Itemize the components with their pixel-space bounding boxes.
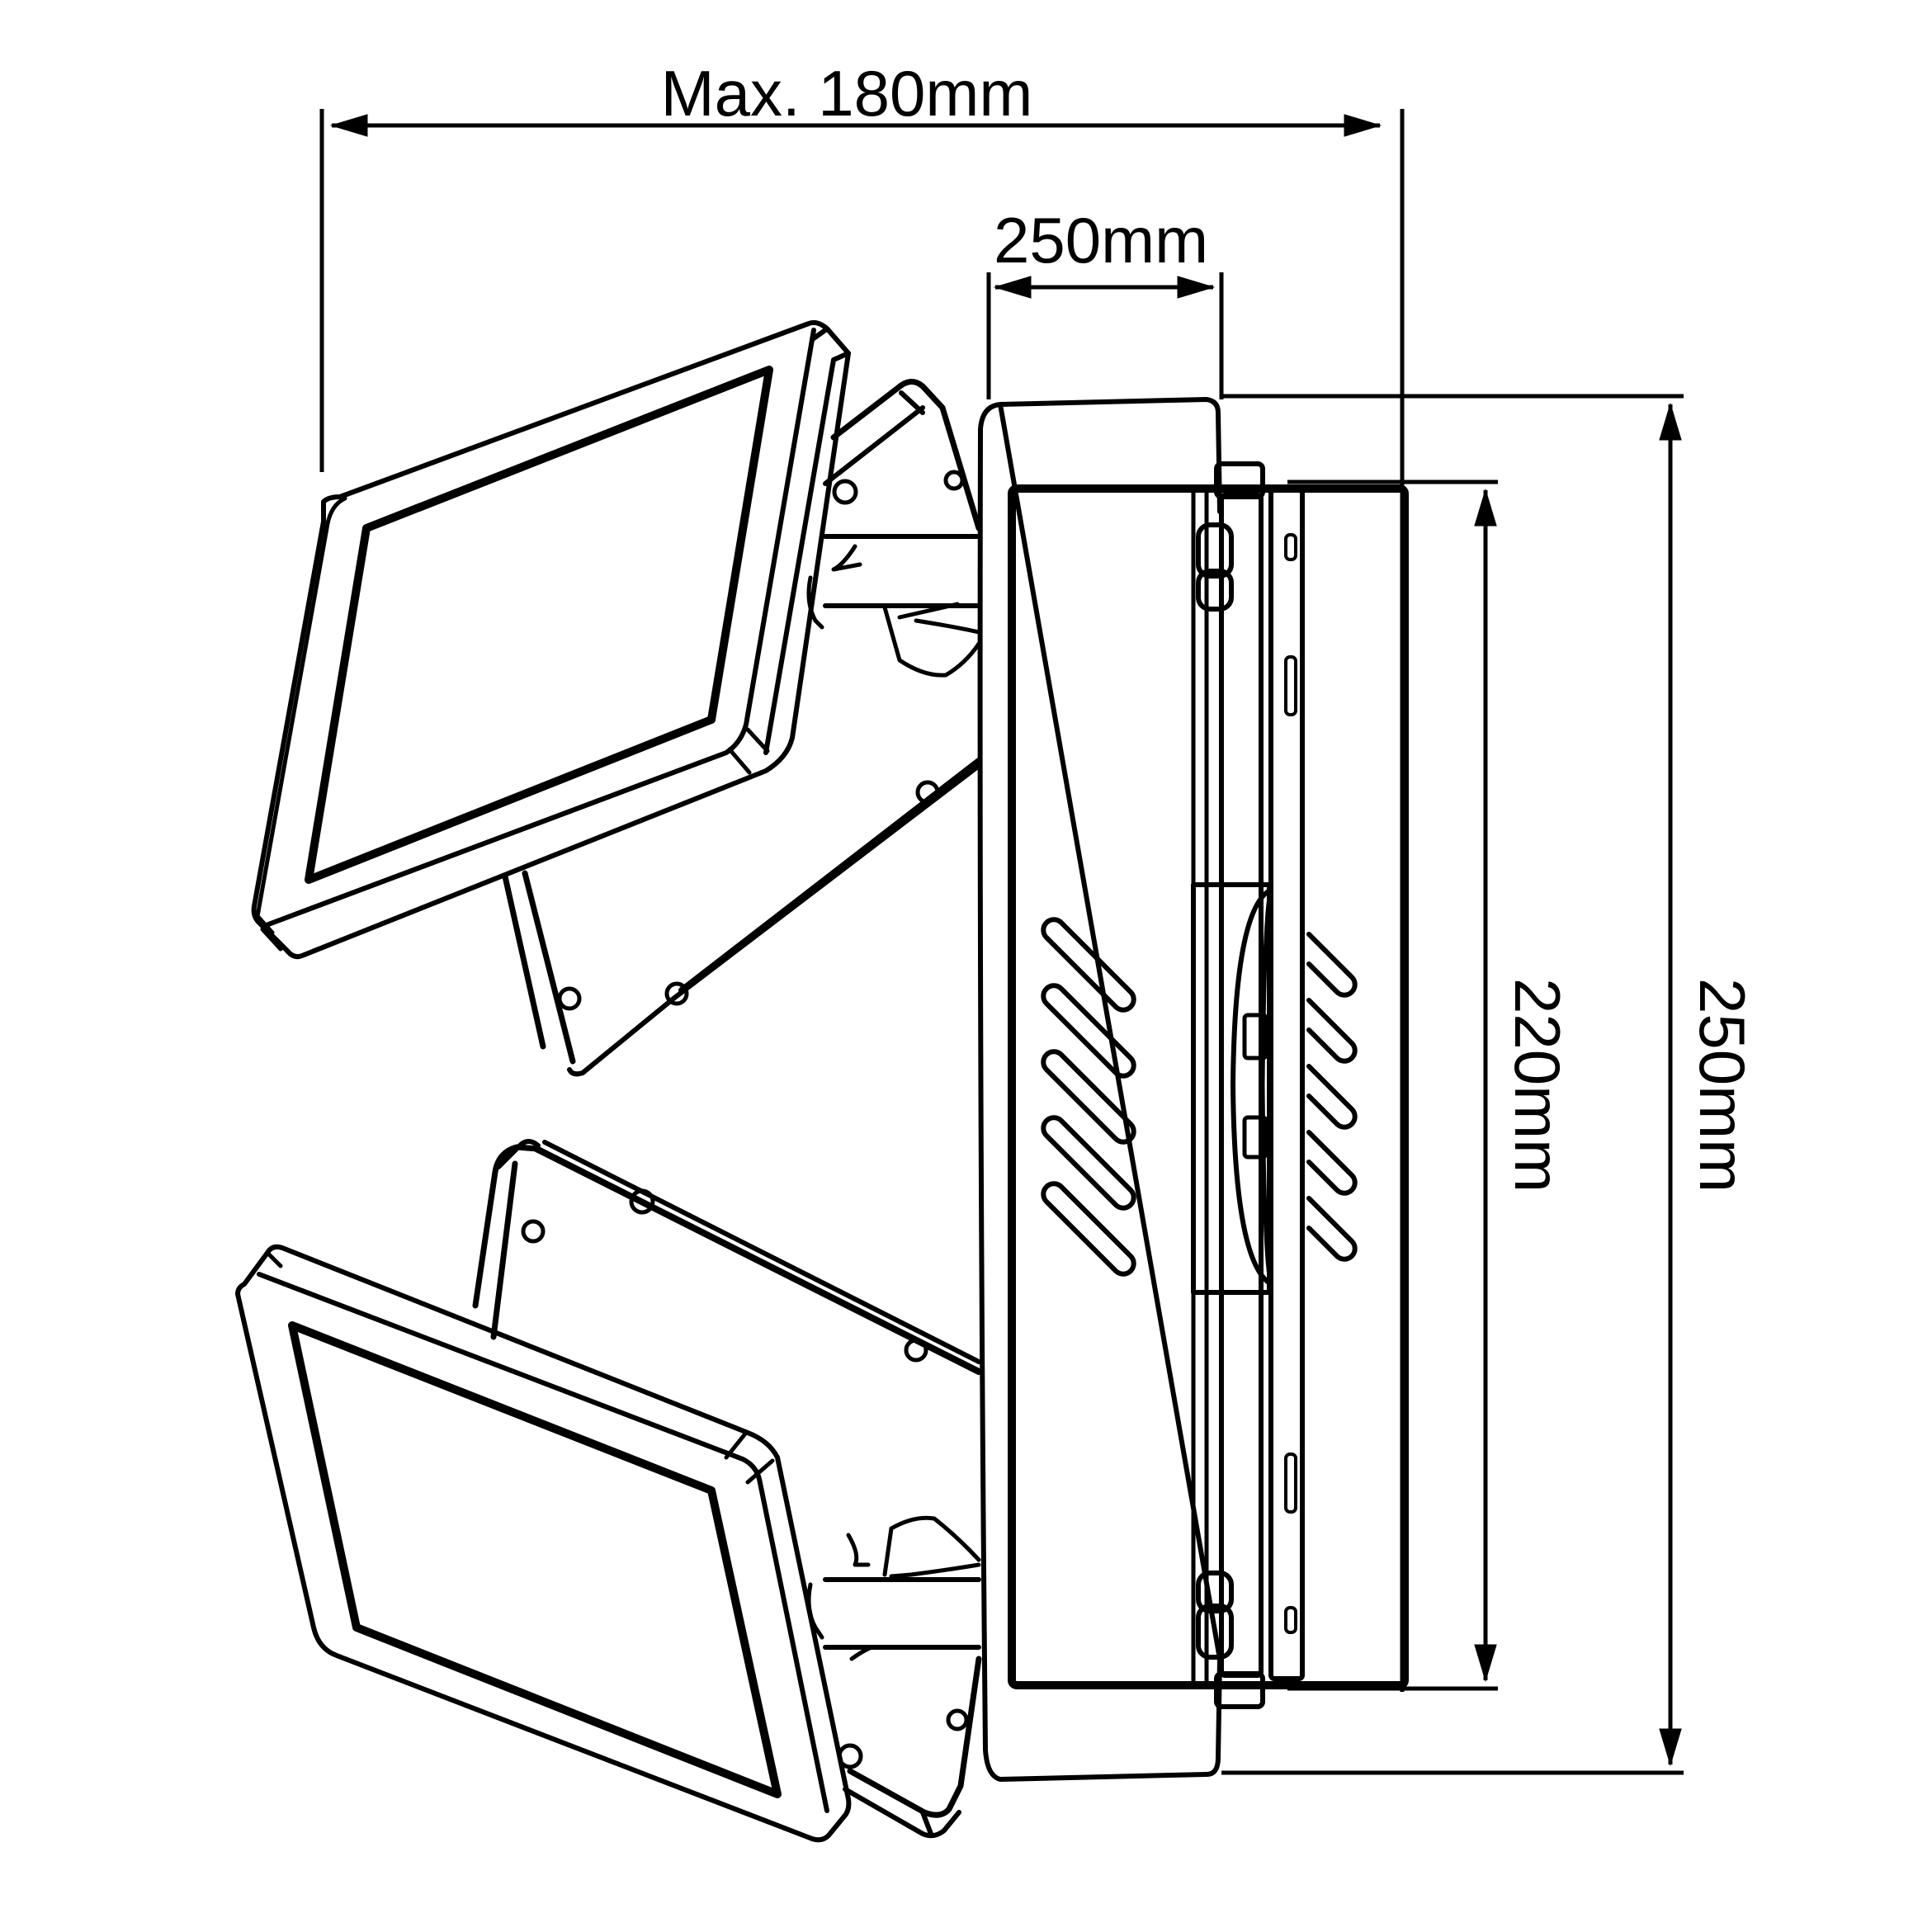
dimension-depth: 250mm [986,204,1224,399]
total-height-label: 250mm [1686,978,1759,1193]
max-width-label: Max. 180mm [661,57,1033,130]
lower-floodlight [235,1139,982,1843]
dimension-max-width: Max. 180mm [319,57,1405,1692]
dimension-total-height: 250mm [1221,394,1759,1775]
dimension-inner-height: 220mm [1287,479,1574,1691]
upper-floodlight [251,319,982,1077]
depth-label: 250mm [994,204,1208,276]
inner-height-label: 220mm [1501,978,1574,1193]
main-housing [977,397,1409,1782]
vent-slots-right [1306,932,1358,1262]
vent-slots-left [1041,917,1136,1277]
